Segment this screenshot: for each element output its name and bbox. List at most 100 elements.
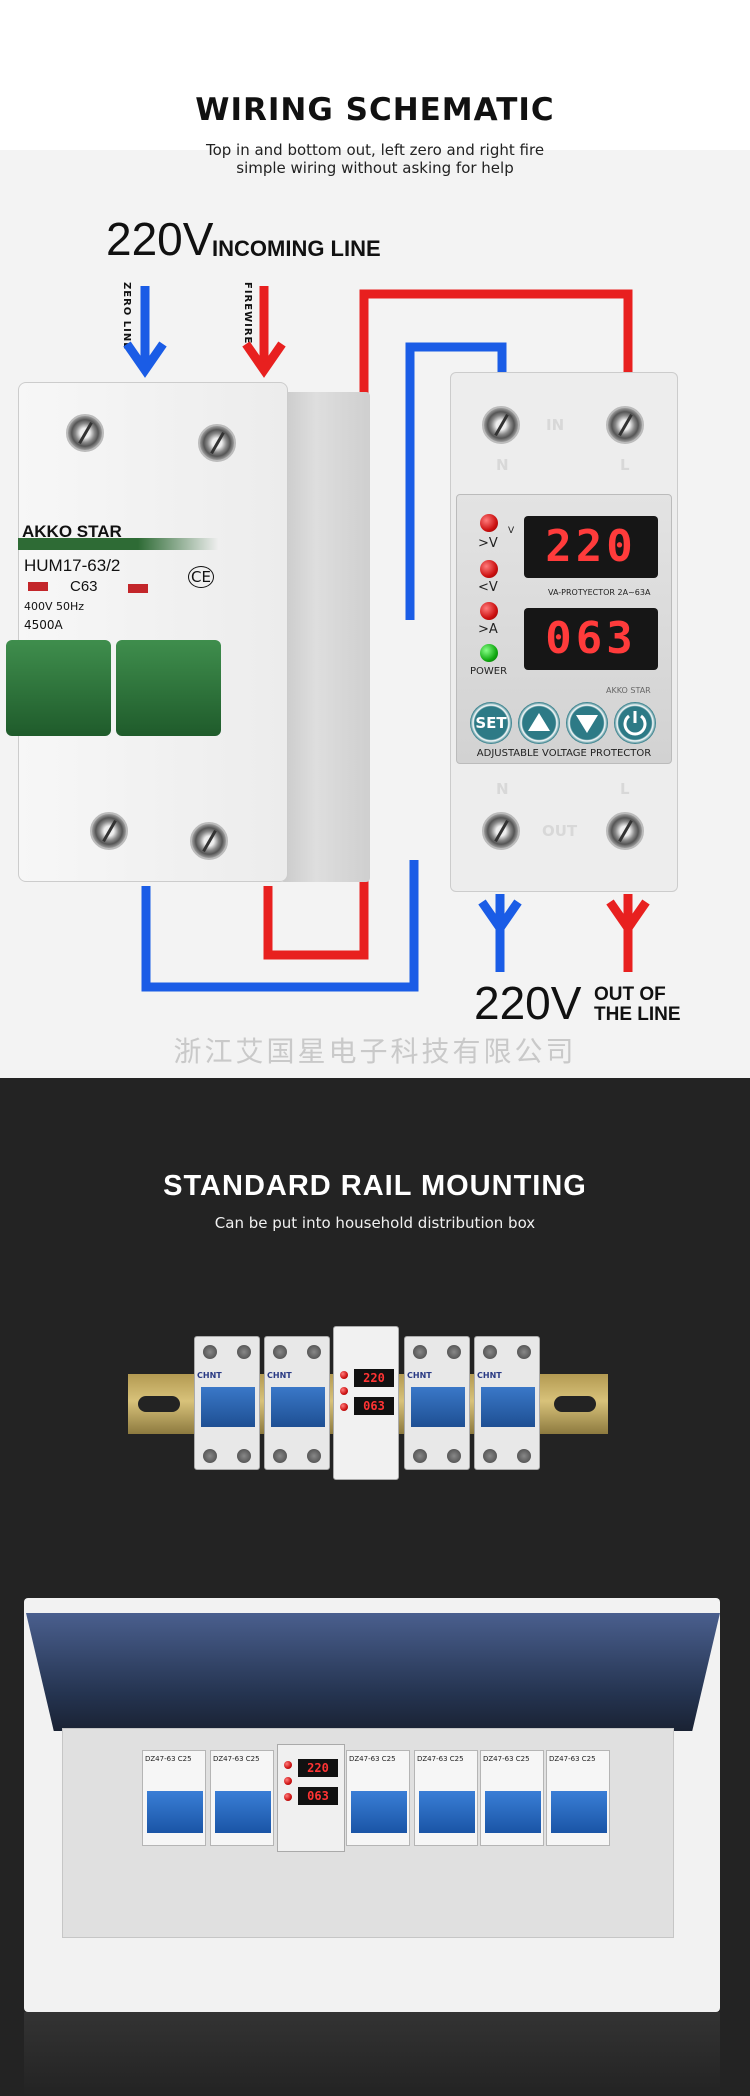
screw-icon — [66, 414, 104, 452]
screw-icon — [483, 1449, 497, 1463]
under-voltage-led — [480, 560, 498, 578]
screw-icon — [90, 812, 128, 850]
box-breaker-label: DZ47-63 C25 — [483, 1755, 530, 1763]
set-button[interactable]: SET — [470, 702, 512, 744]
screw-icon — [307, 1449, 321, 1463]
rail-subtitle: Can be put into household distribution b… — [214, 1214, 536, 1232]
mini-protector: 220 063 — [333, 1326, 399, 1480]
mini-led — [340, 1403, 348, 1411]
box-breaker-handle — [419, 1791, 475, 1833]
mini-breaker-label: CHNT — [477, 1371, 502, 1380]
down-arrow-icon — [576, 715, 598, 733]
status-window — [28, 582, 48, 591]
screw-icon — [517, 1345, 531, 1359]
box-breaker: DZ47-63 C25 — [210, 1750, 274, 1846]
rail-slot — [138, 1396, 180, 1412]
distribution-box-lid[interactable] — [26, 1613, 720, 1731]
mini-breaker-handle — [481, 1387, 535, 1427]
outgoing-arrow-neutral — [478, 894, 522, 972]
rail-slot — [554, 1396, 596, 1412]
rail-title: STANDARD RAIL MOUNTING — [163, 1170, 587, 1202]
box-reflection — [24, 2012, 720, 2096]
screw-icon — [447, 1449, 461, 1463]
box-breaker-handle — [485, 1791, 541, 1833]
live-wire-lower — [263, 860, 369, 960]
incoming-arrow-live — [242, 286, 286, 378]
mini-breaker: CHNT — [474, 1336, 540, 1470]
mini-led — [340, 1387, 348, 1395]
terminal-n-top: N — [496, 456, 509, 474]
breaker-brand: AKKO STAR — [22, 522, 122, 541]
breaker-capacity-spec: 4500A — [24, 618, 63, 632]
wiring-subtitle-line2: simple wiring without asking for help — [236, 159, 514, 177]
handle-left — [6, 640, 111, 736]
protector-caption: ADJUSTABLE VOLTAGE PROTECTOR — [476, 748, 652, 759]
screw-icon — [190, 822, 228, 860]
box-breaker-label: DZ47-63 C25 — [349, 1755, 396, 1763]
neutral-wire-upper — [405, 342, 507, 620]
breaker-model: HUM17-63/2 — [24, 556, 121, 575]
screw-icon — [307, 1345, 321, 1359]
protector-brand: AKKO STAR — [606, 686, 651, 695]
box-breaker: DZ47-63 C25 — [142, 1750, 206, 1846]
screw-icon — [198, 424, 236, 462]
voltage-protector: IN N L >V V <V >A POWER 220 VA-PROTYECTO… — [450, 372, 678, 892]
screw-icon — [273, 1449, 287, 1463]
screw-icon — [237, 1345, 251, 1359]
box-breaker: DZ47-63 C25 — [480, 1750, 544, 1846]
handle-right — [116, 640, 221, 736]
wiring-title: WIRING SCHEMATIC — [195, 92, 555, 128]
voltage-display: 220 — [524, 516, 658, 578]
mini-breaker: CHNT — [194, 1336, 260, 1470]
box-breaker-handle — [351, 1791, 407, 1833]
incoming-arrow-neutral — [123, 286, 167, 378]
outgoing-arrow-live — [606, 894, 650, 972]
box-current-display: 063 — [298, 1787, 338, 1805]
mini-breaker-label: CHNT — [267, 1371, 292, 1380]
mini-breaker-label: CHNT — [407, 1371, 432, 1380]
mini-breaker-handle — [201, 1387, 255, 1427]
over-current-led — [480, 602, 498, 620]
mini-breaker-label: CHNT — [197, 1371, 222, 1380]
mini-led — [340, 1371, 348, 1379]
status-window — [128, 584, 148, 593]
screw-icon — [483, 1345, 497, 1359]
company-watermark: 浙江艾国星电子科技有限公司 — [173, 1035, 577, 1068]
box-breaker-label: DZ47-63 C25 — [417, 1755, 464, 1763]
screw-icon — [517, 1449, 531, 1463]
box-led — [284, 1777, 292, 1785]
power-label: POWER — [470, 666, 508, 677]
box-breaker-label: DZ47-63 C25 — [145, 1755, 192, 1763]
out-label-line2: THE LINE — [594, 1004, 681, 1025]
incoming-line-label: INCOMING LINE — [212, 236, 381, 261]
box-led — [284, 1761, 292, 1769]
mini-voltage-display: 220 — [354, 1369, 394, 1387]
voltage-out-label: 220V — [474, 977, 582, 1029]
over-current-label: >A — [478, 622, 498, 637]
screw-icon — [203, 1449, 217, 1463]
breaker-rating: C63 — [70, 578, 98, 595]
up-button[interactable] — [518, 702, 560, 744]
circuit-breaker: AKKO STAR HUM17-63/2 C63 CE 400V 50Hz 45… — [6, 382, 370, 888]
screw-icon — [482, 812, 520, 850]
screw-icon — [203, 1345, 217, 1359]
protector-model-text: VA-PROTYECTOR 2A~63A — [548, 588, 651, 597]
power-button[interactable] — [614, 702, 656, 744]
screw-icon — [447, 1345, 461, 1359]
wiring-section: WIRING SCHEMATIC Top in and bottom out, … — [0, 0, 750, 1078]
box-breaker-handle — [147, 1791, 203, 1833]
neutral-wire-lower — [141, 860, 419, 992]
breaker-side-panel — [280, 392, 370, 882]
terminal-l-bottom: L — [620, 780, 630, 798]
mini-breaker: CHNT — [264, 1336, 330, 1470]
breaker-voltage-spec: 400V 50Hz — [24, 600, 85, 613]
screw-icon — [606, 406, 644, 444]
terminal-in-label: IN — [546, 416, 565, 434]
screw-icon — [413, 1345, 427, 1359]
box-breaker-handle — [215, 1791, 271, 1833]
box-breaker-label: DZ47-63 C25 — [549, 1755, 596, 1763]
power-icon — [623, 711, 647, 736]
down-button[interactable] — [566, 702, 608, 744]
box-voltage-display: 220 — [298, 1759, 338, 1777]
terminal-out-label: OUT — [542, 822, 578, 840]
